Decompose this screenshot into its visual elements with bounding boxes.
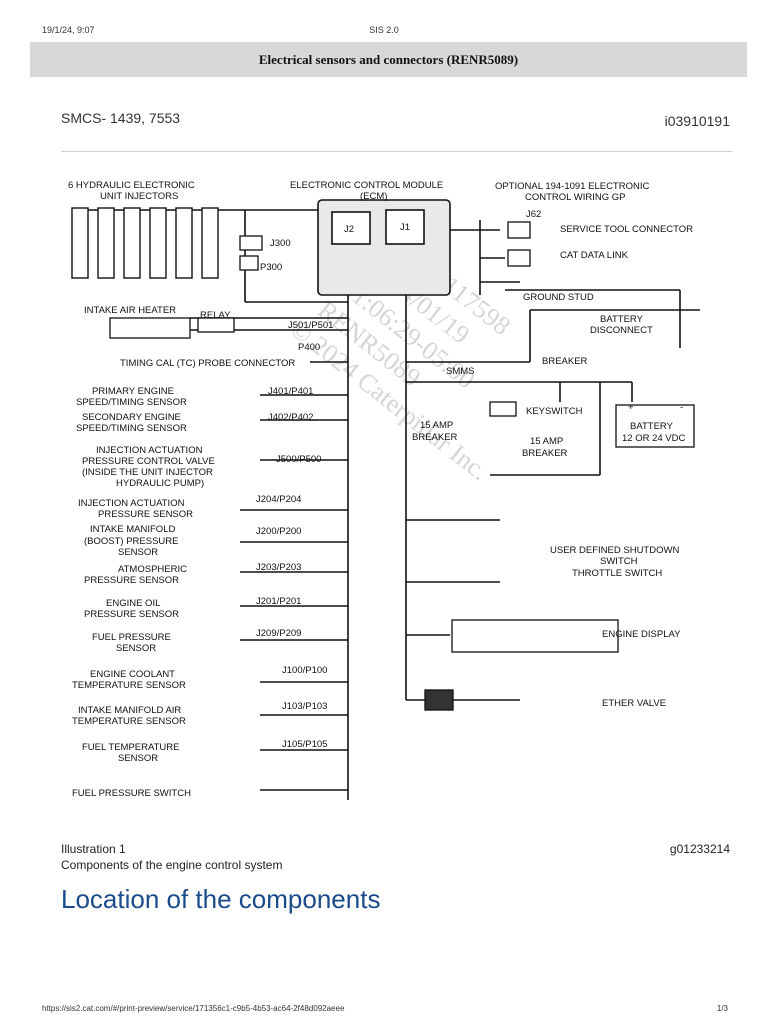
j100-label: J100/P100	[282, 665, 327, 676]
j402-label: J402/P402	[268, 412, 313, 423]
ether-valve-icon	[424, 689, 454, 711]
j62-label: J62	[526, 209, 541, 220]
fuel-switch-label: FUEL PRESSURE SWITCH	[72, 788, 191, 799]
atm-sensor-label: PRESSURE SENSOR	[84, 575, 179, 586]
j209-label: J209/P209	[256, 628, 301, 639]
intake-air-heater-label: INTAKE AIR HEATER	[84, 305, 176, 316]
coolant-label: TEMPERATURE SENSOR	[72, 680, 186, 691]
keyswitch-icon	[489, 401, 517, 417]
fuel-temp-label: FUEL TEMPERATURE	[82, 742, 179, 753]
amp-breaker-left-label: BREAKER	[412, 432, 458, 443]
j401-label: J401/P401	[268, 386, 313, 397]
secondary-speed-label: SECONDARY ENGINE	[82, 412, 181, 423]
app-name: SIS 2.0	[369, 25, 399, 35]
primary-speed-label: PRIMARY ENGINE	[92, 386, 174, 397]
j200-label: J200/P200	[256, 526, 301, 537]
oil-sensor-label: ENGINE OIL	[106, 598, 160, 609]
battery-minus-label: -	[680, 402, 683, 413]
relay-icon	[197, 317, 235, 333]
optional-label: CONTROL WIRING GP	[525, 192, 625, 203]
injectors-label: 6 HYDRAULIC ELECTRONIC	[68, 180, 195, 191]
battery-disconnect-label: BATTERY	[600, 314, 644, 325]
battery-disconnect-label: DISCONNECT	[590, 325, 653, 336]
j300-label: J300	[270, 238, 291, 249]
injectors-label: UNIT INJECTORS	[100, 191, 178, 202]
illustration-id: g01233214	[669, 842, 730, 856]
j204-label: J204/P204	[256, 494, 301, 505]
fuel-temp-label: SENSOR	[118, 753, 158, 764]
intake-air-heater-icon	[109, 317, 191, 339]
boost-sensor-label: SENSOR	[118, 547, 158, 558]
user-defined-label: SWITCH	[600, 556, 638, 567]
smcs-code: SMCS- 1439, 7553	[61, 110, 181, 126]
illustration-caption: Components of the engine control system	[61, 858, 283, 872]
p300-connector	[239, 255, 259, 271]
p400-label: P400	[298, 342, 320, 353]
ecm-j1-label: J1	[400, 222, 410, 233]
oil-sensor-label: PRESSURE SENSOR	[84, 609, 179, 620]
relay-label: RELAY	[200, 310, 231, 321]
fuel-pressure-label: SENSOR	[116, 643, 156, 654]
cat-data-link-icon	[507, 249, 531, 267]
injector-icons	[71, 207, 219, 279]
j103-label: J103/P103	[282, 701, 327, 712]
coolant-label: ENGINE COOLANT	[90, 669, 175, 680]
smms-label: SMMS	[446, 366, 475, 377]
print-timestamp: 19/1/24, 9:07	[42, 25, 95, 35]
p300-label: P300	[260, 262, 282, 273]
battery-label: 12 OR 24 VDC	[622, 433, 685, 444]
iap-sensor-label: INJECTION ACTUATION	[78, 498, 185, 509]
j105-label: J105/P105	[282, 739, 327, 750]
atm-sensor-label: ATMOSPHERIC	[118, 564, 187, 575]
j300-connector	[239, 235, 263, 251]
service-tool-label: SERVICE TOOL CONNECTOR	[560, 224, 693, 235]
boost-sensor-label: (BOOST) PRESSURE	[84, 536, 179, 547]
ground-stud-label: GROUND STUD	[523, 292, 594, 303]
ipcv-label: (INSIDE THE UNIT INJECTOR	[82, 467, 213, 478]
illustration-label: Illustration 1	[61, 842, 126, 856]
battery-label: BATTERY	[630, 421, 674, 432]
section-heading: Location of the components	[61, 884, 381, 914]
title-bar: Electrical sensors and connectors (RENR5…	[30, 42, 747, 77]
battery-icon	[615, 404, 695, 448]
amp-breaker-left-label: 15 AMP	[420, 420, 453, 431]
ipcv-label: INJECTION ACTUATION	[96, 445, 203, 456]
ecm-label: ELECTRONIC CONTROL MODULE	[290, 180, 443, 191]
j501-label: J501/P501	[288, 320, 333, 331]
imat-label: INTAKE MANIFOLD AIR	[78, 705, 181, 716]
document-id: i03910191	[664, 113, 730, 129]
ether-valve-label: ETHER VALVE	[602, 698, 666, 709]
primary-speed-label: SPEED/TIMING SENSOR	[76, 397, 187, 408]
ecm-j2-label: J2	[344, 224, 354, 235]
wiring-diagram: PIP-1117598 2024/01/19 21:06:29-05:00 RE…	[68, 180, 700, 800]
amp-breaker-right-label: 15 AMP	[530, 436, 563, 447]
iap-sensor-label: PRESSURE SENSOR	[98, 509, 193, 520]
engine-display-icon	[451, 619, 619, 653]
ipcv-label: HYDRAULIC PUMP)	[116, 478, 204, 489]
secondary-speed-label: SPEED/TIMING SENSOR	[76, 423, 187, 434]
page-title: Electrical sensors and connectors (RENR5…	[258, 52, 519, 67]
amp-breaker-right-label: BREAKER	[522, 448, 568, 459]
cat-data-link-label: CAT DATA LINK	[560, 250, 629, 261]
j500-label: J500/P500	[276, 454, 321, 465]
service-tool-connector-icon	[507, 221, 531, 239]
imat-label: TEMPERATURE SENSOR	[72, 716, 186, 727]
ipcv-label: PRESSURE CONTROL VALVE	[82, 456, 215, 467]
boost-sensor-label: INTAKE MANIFOLD	[90, 524, 175, 535]
timing-cal-label: TIMING CAL (TC) PROBE CONNECTOR	[120, 358, 295, 369]
keyswitch-label: KEYSWITCH	[526, 406, 583, 417]
fuel-pressure-label: FUEL PRESSURE	[92, 632, 171, 643]
engine-display-label: ENGINE DISPLAY	[602, 629, 681, 640]
ecm-label: (ECM)	[360, 191, 387, 202]
divider	[61, 151, 732, 152]
breaker-label: BREAKER	[542, 356, 588, 367]
optional-label: OPTIONAL 194-1091 ELECTRONIC	[495, 181, 649, 192]
j201-label: J201/P201	[256, 596, 301, 607]
user-defined-label: USER DEFINED SHUTDOWN	[550, 545, 679, 556]
j203-label: J203/P203	[256, 562, 301, 573]
page-number: 1/3	[716, 1004, 728, 1013]
throttle-label: THROTTLE SWITCH	[572, 568, 662, 579]
battery-plus-label: +	[628, 402, 634, 413]
footer-url: https://sis2.cat.com/#/print-preview/ser…	[42, 1004, 345, 1013]
